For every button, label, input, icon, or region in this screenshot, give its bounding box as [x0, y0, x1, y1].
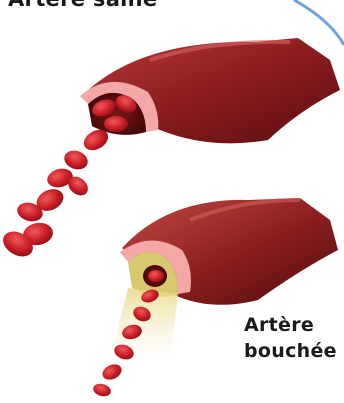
blocked-artery-label-line2: bouchée [244, 338, 337, 364]
red-blood-cell [100, 361, 124, 382]
red-blood-cell [92, 382, 112, 398]
blocked-artery [120, 198, 338, 305]
circle-accent [294, 0, 344, 45]
healthy-blood-cells [0, 92, 140, 262]
healthy-artery-label: Artère saine [8, 0, 157, 11]
blocked-artery-label-line1: Artère [244, 312, 337, 338]
blocked-artery-label: Artère bouchée [244, 312, 337, 364]
red-blood-cell [148, 270, 164, 282]
red-blood-cell [62, 147, 91, 172]
red-blood-cell [104, 116, 128, 132]
